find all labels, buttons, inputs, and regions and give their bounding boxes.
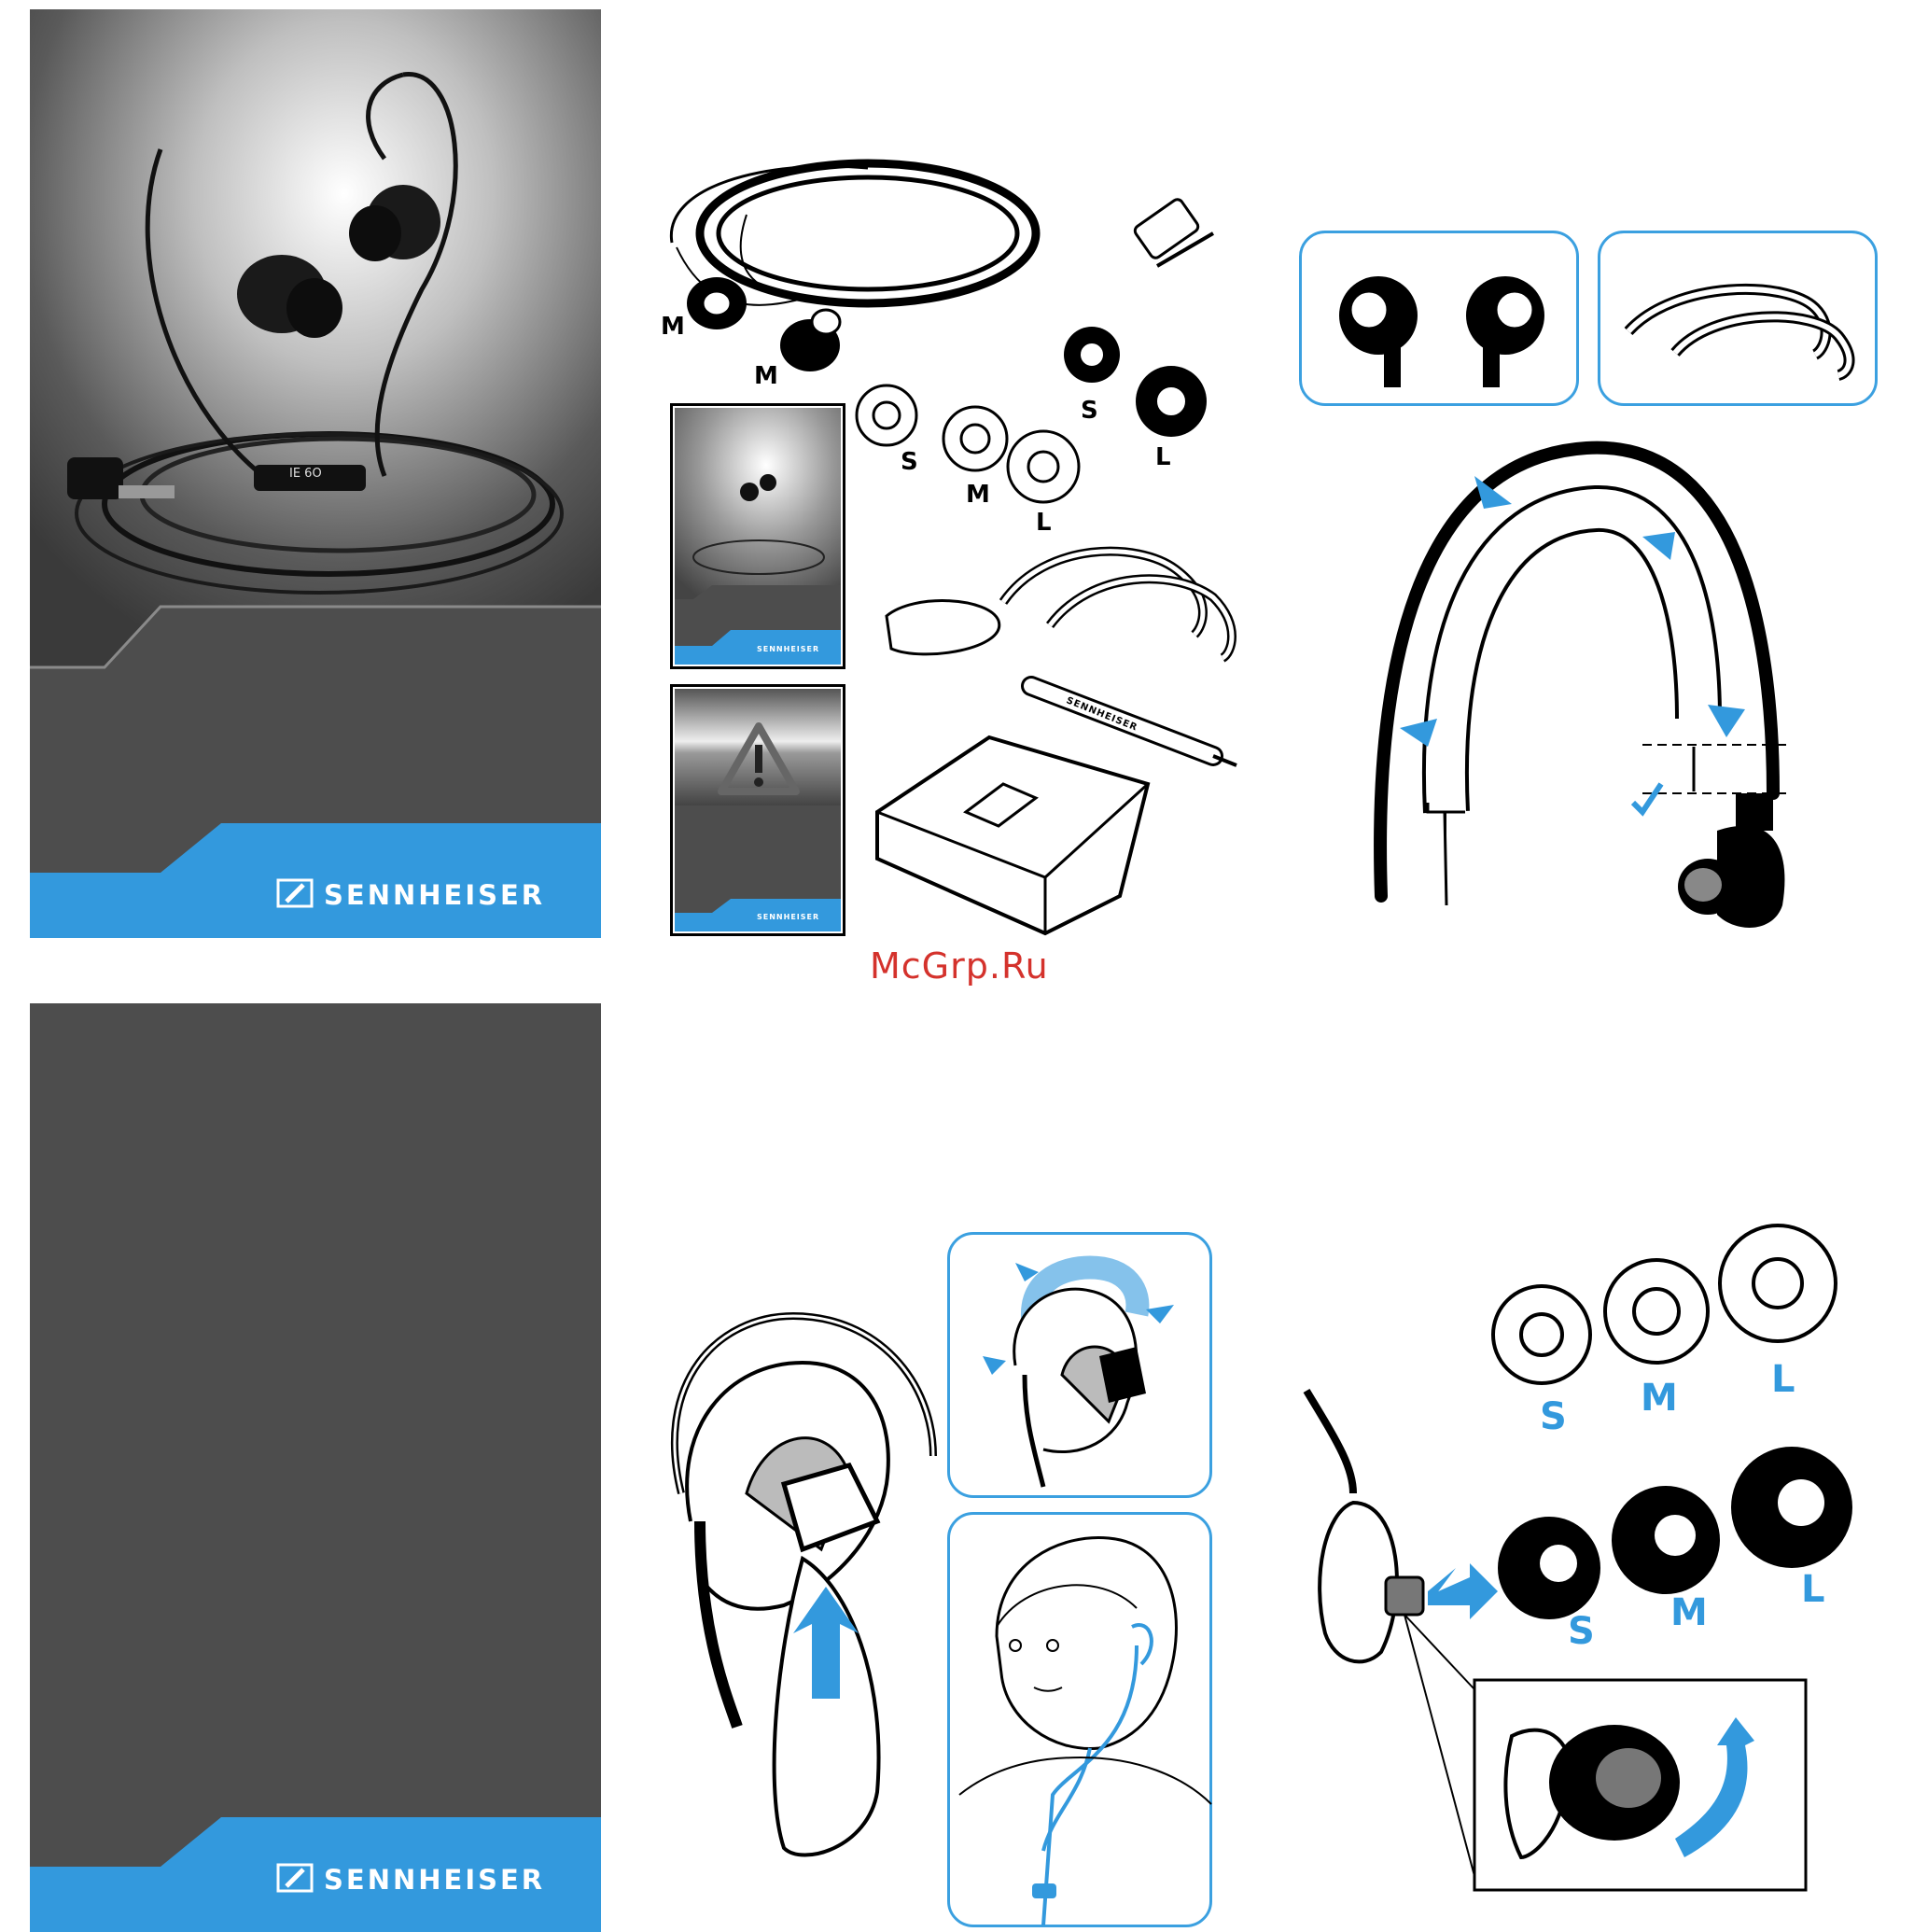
watermark: McGrp.Ru [870, 945, 1049, 987]
head-wearing-panel [947, 1512, 1212, 1927]
brand-name: SENNHEISER [324, 1864, 545, 1896]
white-tip-label-l: L [1036, 509, 1052, 537]
back-cover-graphic [30, 1003, 601, 1932]
fit-black-tip-label-m: M [1670, 1591, 1708, 1634]
head-wearing-graphic [950, 1515, 1215, 1930]
black-tip-label-s: S [1081, 397, 1098, 425]
white-tip-label-m: M [966, 481, 990, 509]
hook-on-ear-graphic [950, 1235, 1215, 1501]
hook-fit-illustration [1362, 439, 1848, 961]
safety-booklet-brand: SENNHEISER [757, 913, 819, 921]
ear-insertion-illustration [663, 1307, 971, 1867]
earbuds-graphic [1302, 233, 1582, 409]
ear-tips-fitting-illustration [1297, 1223, 1876, 1895]
back-cover: SENNHEISER [30, 1003, 601, 1932]
white-tip-label-s: S [901, 448, 918, 476]
mini-booklet-graphic [675, 408, 841, 665]
ear-hooks-graphic [1600, 233, 1880, 409]
sennheiser-logo-icon [277, 879, 313, 907]
fit-white-tip-label-l: L [1771, 1358, 1795, 1401]
ear-hooks-panel [1598, 231, 1878, 406]
earbuds-panel [1299, 231, 1579, 406]
fit-white-tip-label-s: S [1540, 1395, 1567, 1438]
fit-black-tip-label-l: L [1801, 1568, 1825, 1611]
model-label: IE 6O [289, 467, 322, 481]
mini-booklet: SENNHEISER [670, 403, 845, 669]
black-tip-label-l: L [1155, 443, 1171, 471]
earbud-label-m2: M [754, 362, 778, 390]
fit-white-tip-label-m: M [1641, 1377, 1678, 1420]
mini-booklet-brand: SENNHEISER [757, 645, 819, 653]
hook-on-ear-panel [947, 1232, 1212, 1498]
fit-black-tip-label-s: S [1568, 1610, 1595, 1653]
safety-booklet: SENNHEISER [670, 684, 845, 936]
safety-booklet-graphic [675, 689, 841, 931]
sennheiser-logo-icon [277, 1864, 313, 1892]
brand-name: SENNHEISER [324, 879, 545, 911]
earbud-label-m1: M [661, 313, 685, 341]
front-cover: IE 6O SENNHEISER [30, 9, 601, 938]
